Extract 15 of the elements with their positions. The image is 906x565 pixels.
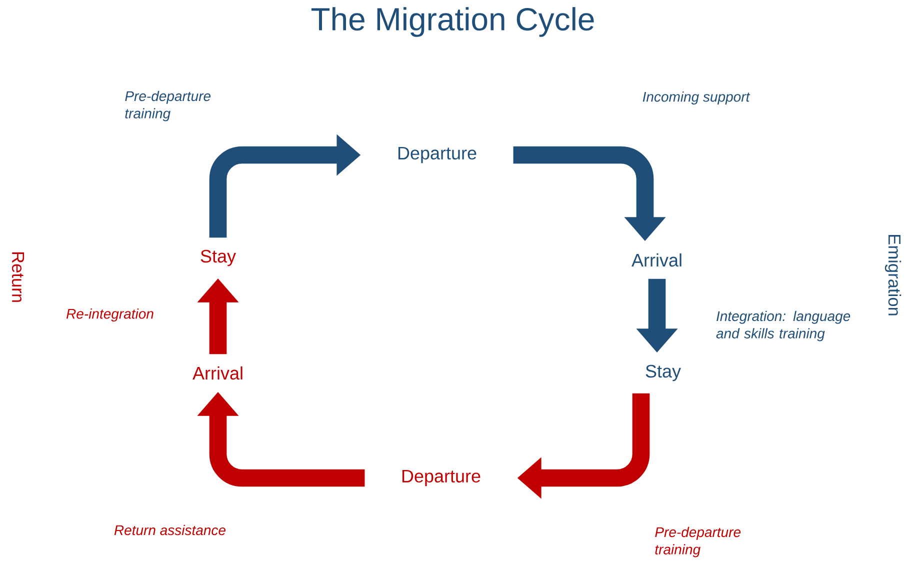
note: Pre-departure training	[655, 526, 741, 558]
title: The Migration Cycle	[311, 7, 594, 37]
note: Pre-departure training	[125, 90, 210, 122]
stage-label: Arrival	[192, 366, 242, 380]
stage-label: Arrival	[632, 253, 682, 267]
note: Return assistance	[114, 524, 226, 536]
note: Re-integration	[66, 308, 154, 322]
note: Integration: language and skills training	[716, 310, 850, 342]
stage-label: Stay	[200, 250, 236, 266]
note: Incoming support	[642, 91, 750, 105]
stage-label: Stay	[646, 364, 681, 382]
stage-label: Departure	[398, 146, 476, 164]
vertical-label: Emigration	[884, 235, 902, 316]
stage-label: Departure	[402, 470, 480, 486]
vertical-label: Return	[12, 252, 24, 302]
